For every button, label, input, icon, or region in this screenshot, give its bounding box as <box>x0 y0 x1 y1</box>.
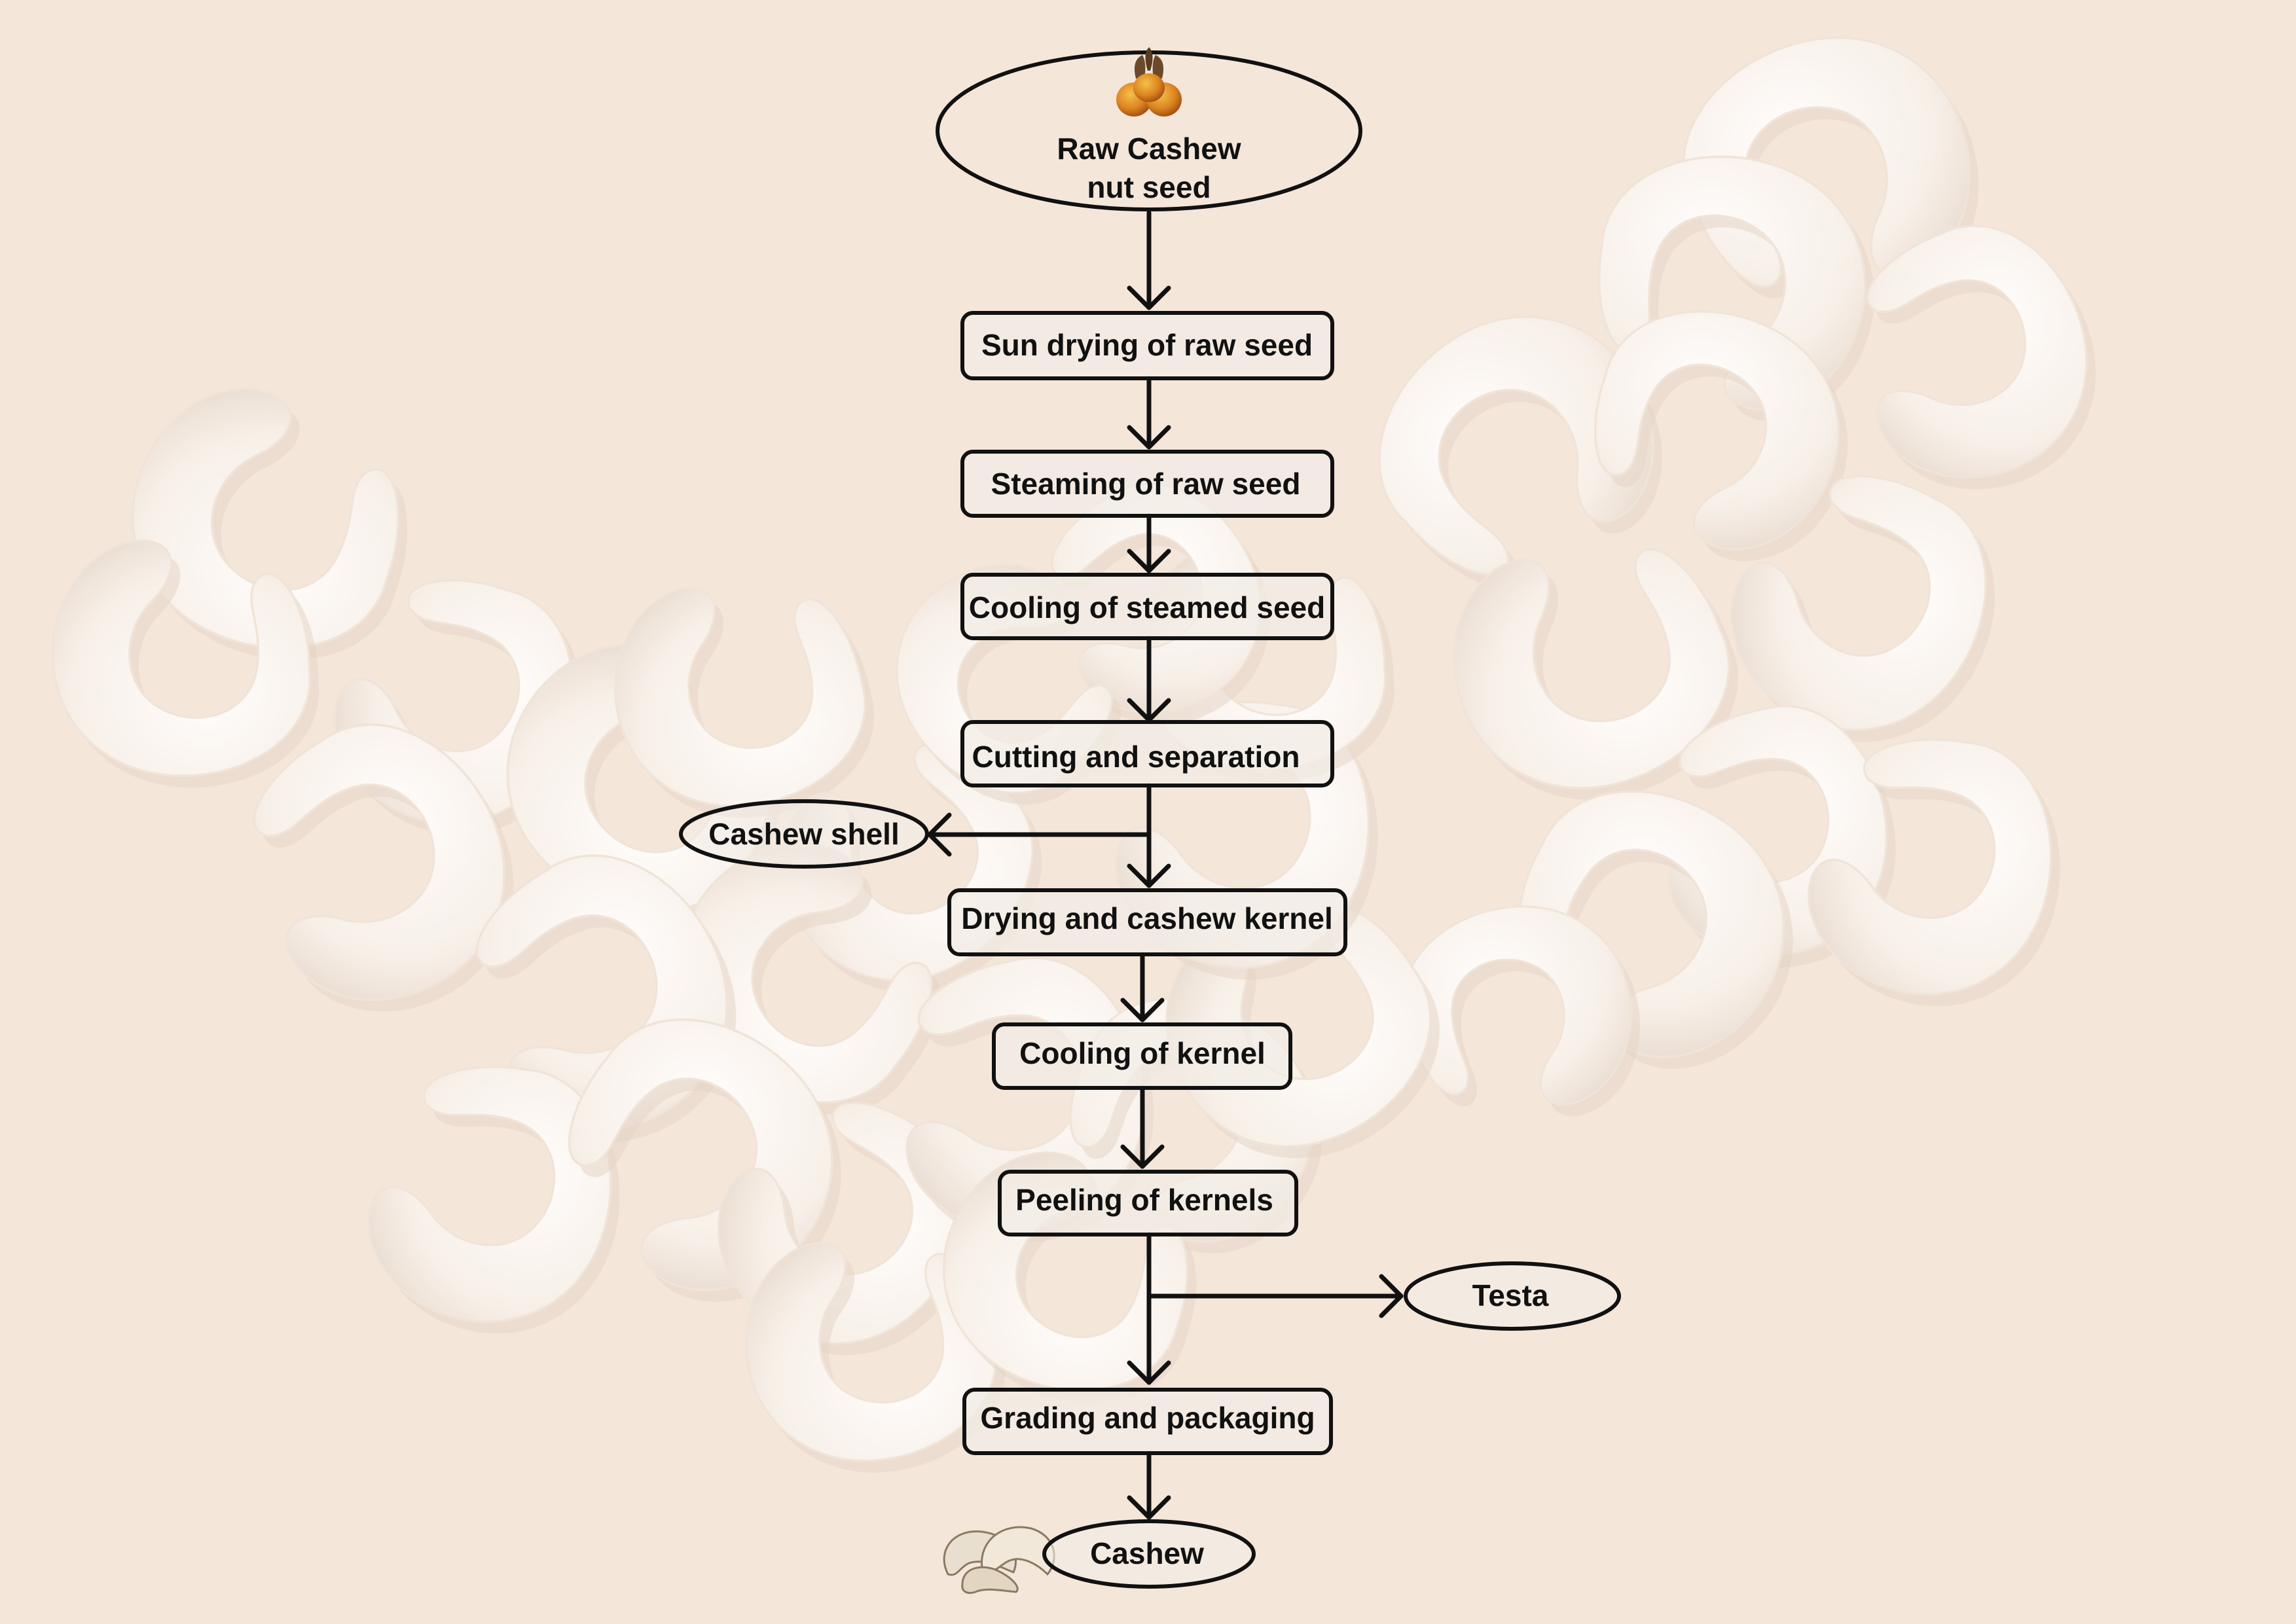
step-box <box>960 720 1334 787</box>
cashew-nut <box>1808 738 2052 996</box>
step-sun-drying: Sun drying of raw seed <box>960 311 1334 380</box>
arrowhead-cashew-shell <box>927 812 952 857</box>
cashew-nut <box>1594 310 1840 550</box>
step-label-grading-packaging: Grading and packaging <box>980 1401 1315 1435</box>
cashew-apple-icon <box>1116 47 1182 117</box>
cashew-nut <box>253 723 505 1001</box>
step-box <box>992 1022 1292 1090</box>
end-label: Cashew <box>1090 1536 1204 1570</box>
arrowhead-testa <box>1379 1274 1404 1318</box>
cashew-nut <box>1453 548 1730 789</box>
cashew-nut <box>1730 475 1987 731</box>
cashew-nut <box>367 1066 612 1323</box>
step-box <box>962 1388 1333 1455</box>
arrowhead-peeling <box>1120 1144 1165 1169</box>
arrowhead-steaming <box>1127 425 1171 450</box>
byproduct-testa: Testa <box>1404 1261 1621 1331</box>
byproduct-ellipse <box>679 799 929 869</box>
cashew-nut <box>745 1242 997 1462</box>
step-box <box>947 888 1347 956</box>
cashew-nut <box>1402 905 1632 1106</box>
step-peeling: Peeling of kernels <box>998 1170 1298 1236</box>
start-label-line2: nut seed <box>1087 170 1211 204</box>
step-label-cooling-kernel: Cooling of kernel <box>1019 1036 1266 1070</box>
byproduct-label-cashew-shell: Cashew shell <box>708 817 899 851</box>
arrowhead-cooling-kernel <box>1120 998 1165 1022</box>
end-node: Cashew <box>943 1519 1256 1594</box>
cashew-nut <box>1866 225 2088 479</box>
step-grading-packaging: Grading and packaging <box>962 1388 1333 1455</box>
step-cutting-separation: Cutting and separation <box>960 720 1334 787</box>
step-box <box>960 450 1334 518</box>
arrowhead-drying-kernel <box>1127 863 1171 888</box>
step-box <box>960 573 1334 640</box>
byproduct-label-testa: Testa <box>1472 1278 1549 1312</box>
step-label-cooling-steamed: Cooling of steamed seed <box>969 590 1325 624</box>
step-drying-kernel: Drying and cashew kernel <box>947 888 1347 956</box>
arrowhead-cashew <box>1127 1495 1171 1520</box>
cashew-nut <box>132 387 399 649</box>
cashew-nut <box>51 539 312 777</box>
byproduct-ellipse <box>1404 1261 1621 1331</box>
flow-connectors <box>927 210 1404 1520</box>
end-ellipse <box>1042 1519 1256 1589</box>
start-label-line1: Raw Cashew <box>1057 132 1241 166</box>
step-label-peeling: Peeling of kernels <box>1015 1183 1273 1217</box>
start-node: Raw Cashew nut seed <box>936 47 1362 211</box>
step-box <box>960 311 1334 380</box>
byproduct-cashew-shell: Cashew shell <box>679 799 929 869</box>
step-cooling-kernel: Cooling of kernel <box>992 1022 1292 1090</box>
arrowhead-sun-drying <box>1127 285 1171 310</box>
step-box <box>998 1170 1298 1236</box>
cashew-nut <box>1377 316 1654 576</box>
arrowhead-grading <box>1127 1360 1171 1385</box>
arrowhead-cooling-steamed <box>1127 549 1171 573</box>
step-steaming: Steaming of raw seed <box>960 450 1334 518</box>
step-label-cutting-separation: Cutting and separation <box>972 740 1300 774</box>
step-label-sun-drying: Sun drying of raw seed <box>981 328 1313 362</box>
step-cooling-steamed: Cooling of steamed seed <box>960 573 1334 640</box>
step-label-drying-kernel: Drying and cashew kernel <box>961 901 1333 935</box>
cashew-nuts-icon <box>943 1526 1055 1594</box>
step-label-steaming: Steaming of raw seed <box>991 467 1301 501</box>
